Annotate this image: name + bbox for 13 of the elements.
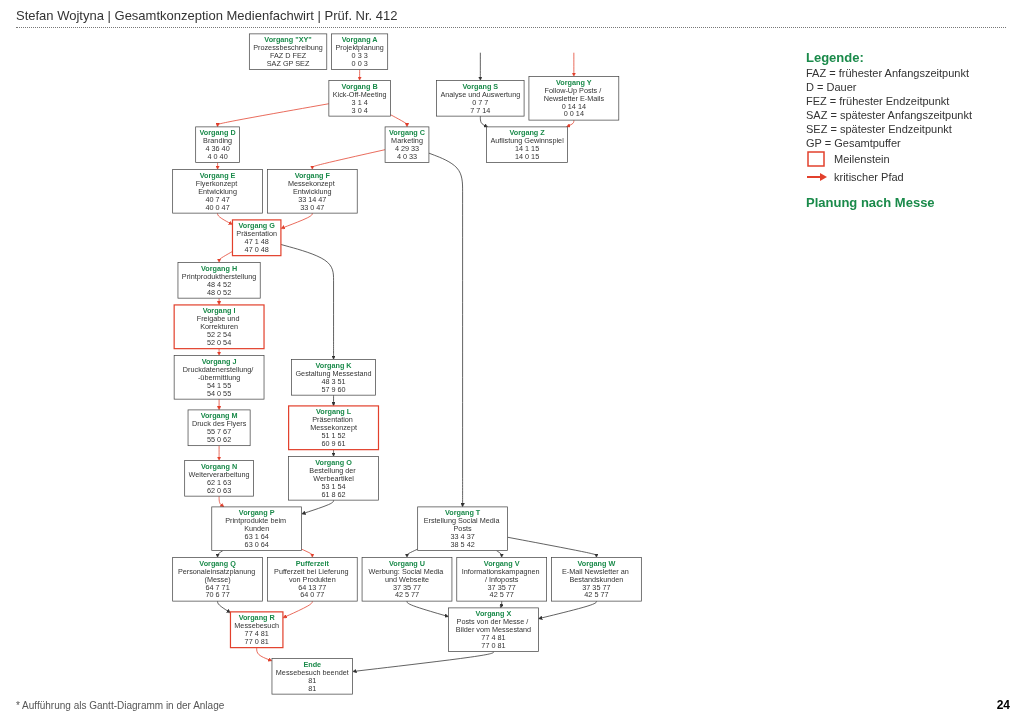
abbreviation-definition: FEZ = frühester Endzeitpunkt <box>806 95 951 107</box>
section-heading: Planung nach Messe <box>806 195 936 210</box>
footnote: * Aufführung als Gantt-Diagramm in der Anlage <box>16 700 225 711</box>
abbreviation-definition: D = Dauer <box>806 81 858 93</box>
header-title: Stefan Wojtyna | Gesamtkonzeption Medienfachwirt | Prüf. Nr. 412 <box>16 8 1006 28</box>
legend-heading: Legende: <box>806 50 865 65</box>
abbreviation-definition: FAZ = frühester Anfangszeitpunkt <box>806 67 970 79</box>
abbreviation-definition: GP = Gesamtpuffer <box>806 137 902 149</box>
abbreviation-definition: SEZ = spätester Endzeitpunkt <box>806 123 953 135</box>
legend-text: kritischer Pfad <box>834 171 904 183</box>
abbreviation-definition: SAZ = spätester Anfangszeitpunkt <box>806 109 973 121</box>
page-number: 24 <box>996 698 1010 712</box>
legend-text: Meilenstein <box>834 153 890 165</box>
